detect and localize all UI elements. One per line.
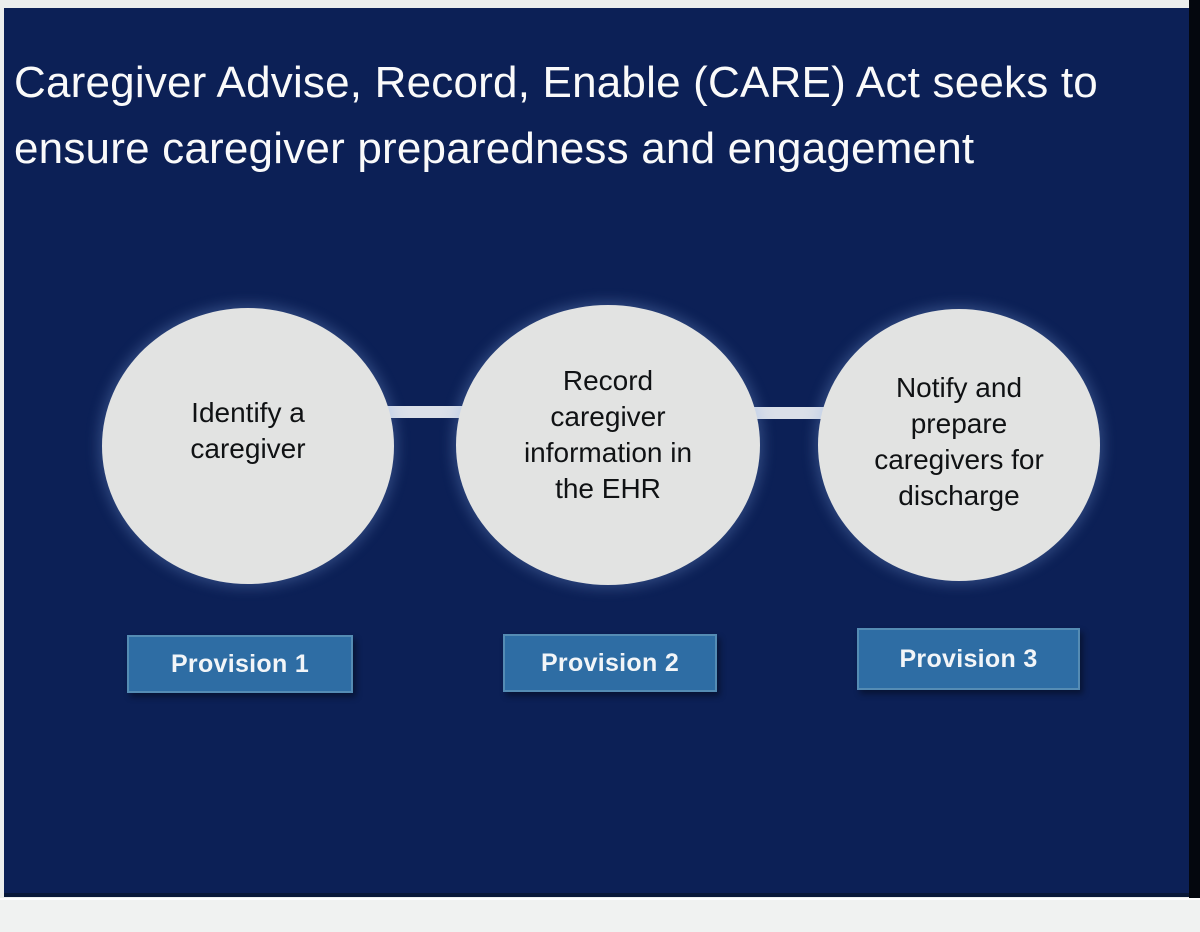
provision-2-label: Provision 2	[540, 648, 680, 677]
step-circle-identify-caregiver: Identify a caregiver	[102, 308, 394, 584]
provision-1-box: Provision 1	[127, 635, 353, 693]
step-circle-text: Notify and prepare caregivers for discha…	[874, 372, 1044, 511]
window-bottom-strip	[0, 898, 1200, 932]
slide-title: Caregiver Advise, Record, Enable (CARE) …	[14, 58, 1098, 173]
provision-2-box: Provision 2	[503, 634, 717, 692]
window-right-edge	[1189, 0, 1200, 898]
connector-line-step2-step3	[746, 407, 830, 419]
connector-line-step1-step2	[380, 406, 468, 418]
provision-3-box: Provision 3	[857, 628, 1080, 690]
step-circle-record-information: Record caregiver information in the EHR	[456, 305, 760, 585]
provision-1-label: Provision 1	[170, 649, 310, 678]
step-circle-notify-prepare: Notify and prepare caregivers for discha…	[818, 309, 1100, 581]
provision-3-label: Provision 3	[899, 644, 1038, 673]
step-circle-text: Identify a caregiver	[190, 397, 306, 464]
step-circle-text: Record caregiver information in the EHR	[523, 365, 693, 504]
